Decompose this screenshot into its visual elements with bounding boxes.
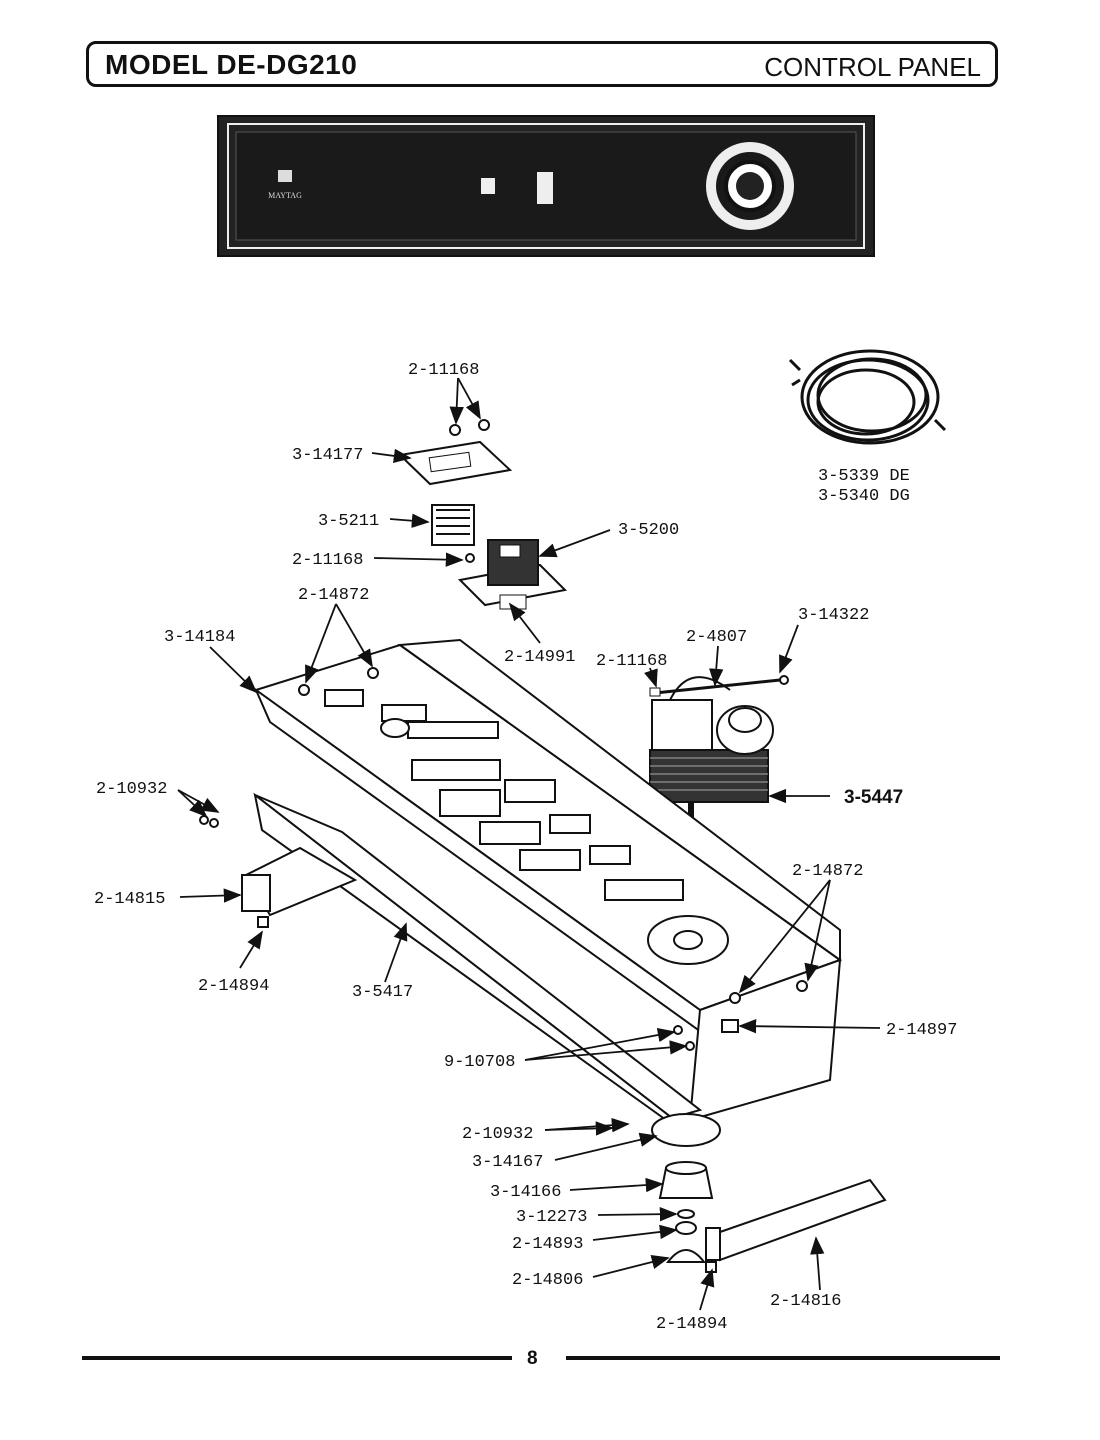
part-label: 3-5447 xyxy=(844,787,903,808)
part-label: 2-14806 xyxy=(512,1271,583,1290)
control-panel-front: MAYTAG xyxy=(217,115,875,257)
screw xyxy=(449,424,461,436)
timer-dial xyxy=(706,142,794,230)
push-button xyxy=(481,178,495,194)
part-label: 3-5211 xyxy=(318,512,379,531)
timer-motor xyxy=(649,676,774,834)
wire-lead xyxy=(649,675,789,697)
part-label: 3-14184 xyxy=(164,628,235,647)
screw xyxy=(478,419,490,431)
rocker-switch-assembly xyxy=(457,539,568,610)
part-label: 2-14815 xyxy=(94,890,165,909)
part-label: 2-14872 xyxy=(298,586,369,605)
callout-lines xyxy=(177,377,881,1311)
part-label: 2-14897 xyxy=(886,1021,957,1040)
right-end-cap xyxy=(705,1178,887,1273)
svg-text:MAYTAG: MAYTAG xyxy=(268,191,302,200)
section-title: CONTROL PANEL xyxy=(764,52,981,82)
control-panel-chassis xyxy=(253,638,843,1122)
model-title: MODEL DE-DG210 xyxy=(105,49,358,80)
part-label: 2-14872 xyxy=(792,862,863,881)
knob-assembly xyxy=(651,1113,721,1263)
part-label: 9-10708 xyxy=(444,1053,515,1072)
part-label: 3-5200 xyxy=(618,521,679,540)
part-label: 2-11168 xyxy=(408,361,479,380)
page-number: 8 xyxy=(527,1348,538,1369)
part-label: 2-14816 xyxy=(770,1292,841,1311)
part-label: 2-14893 xyxy=(512,1235,583,1254)
header-frame: MODEL DE-DG210 CONTROL PANEL xyxy=(86,41,998,87)
part-label: 2-10932 xyxy=(462,1125,533,1144)
push-switch xyxy=(431,504,475,563)
part-label: 3-14166 xyxy=(490,1183,561,1202)
footer-rules xyxy=(82,1356,1000,1360)
part-label: 2-4807 xyxy=(686,628,747,647)
part-labels: 2-11168 3-14177 3-5211 2-11168 3-5200 2-… xyxy=(94,361,957,1334)
maytag-logo: MAYTAG xyxy=(268,170,302,200)
part-label: 3-5417 xyxy=(352,983,413,1002)
part-label: 3-12273 xyxy=(516,1208,587,1227)
rocker-switch xyxy=(537,172,553,204)
left-end-cap xyxy=(241,846,358,928)
part-label: 2-11168 xyxy=(292,551,363,570)
part-label: 3-14167 xyxy=(472,1153,543,1172)
part-label: 3-14177 xyxy=(292,446,363,465)
part-label: 2-14894 xyxy=(198,977,269,996)
part-label: 2-14991 xyxy=(504,648,575,667)
part-label: 2-14894 xyxy=(656,1315,727,1334)
switch-bracket xyxy=(397,419,513,486)
part-label: 3-5340 DG xyxy=(818,487,910,506)
part-label: 2-10932 xyxy=(96,780,167,799)
part-label: 3-14322 xyxy=(798,606,869,625)
part-label: 2-11168 xyxy=(596,652,667,671)
part-label: 3-5339 DE xyxy=(818,467,910,486)
wire-harness xyxy=(788,349,947,445)
